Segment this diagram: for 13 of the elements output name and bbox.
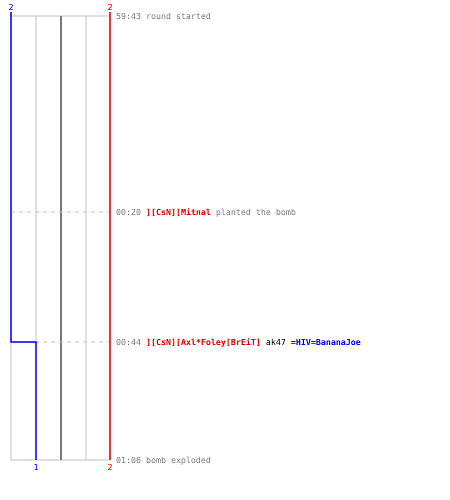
timestamp: 00:20 (116, 207, 141, 217)
player-name: ][CsN][Mitnal (146, 207, 211, 217)
team-count: 2 (108, 462, 112, 472)
player-name: =HIV=BananaJoe (290, 337, 361, 347)
timestamp: 00:44 (116, 337, 141, 347)
event-text: planted the bomb (216, 207, 296, 217)
team-count: 1 (34, 462, 38, 472)
player-name: ][CsN][Axl*Foley[BrEiT] (146, 337, 261, 347)
weapon-name: ak47 (266, 337, 286, 347)
event-text: 01:06 bomb exploded (116, 455, 211, 465)
team-count: 2 (108, 2, 112, 12)
event-text: 59:43 round started (116, 11, 211, 21)
team-count: 2 (8, 2, 14, 12)
